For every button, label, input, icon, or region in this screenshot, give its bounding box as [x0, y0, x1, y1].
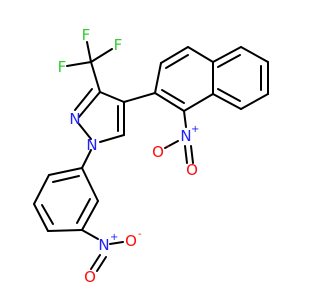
- bond-ph3-b: [41, 204, 54, 225]
- bond-c3-n2-a: [78, 91, 101, 118]
- atom-labels: F F F N N N + O - O N + O - O: [58, 26, 200, 286]
- bond-nb1-a: [212, 46, 242, 63]
- bond-na6-b: [161, 89, 185, 104]
- bond-nb1-b: [217, 54, 241, 68]
- bonds: [33, 41, 269, 272]
- bond-na6-a: [154, 92, 185, 112]
- fluorine-atom-3: F: [114, 36, 123, 54]
- bond-n2-n1: [78, 123, 92, 140]
- nitro-nitrogen-1-charge: +: [191, 124, 199, 135]
- bond-na2-a: [160, 46, 189, 64]
- background: [0, 0, 300, 300]
- bond-na3: [187, 46, 214, 63]
- bond-c-f2: [86, 41, 92, 63]
- fluorine-atom-1: F: [58, 58, 67, 76]
- bond-pyrazole-naphthalene: [123, 92, 156, 103]
- bond-c-f3: [90, 48, 113, 63]
- bond-nitro1-o-double-a: [184, 145, 188, 164]
- nitro-oxygen-single-1-charge: -: [166, 141, 170, 152]
- bond-c-f1: [66, 61, 92, 67]
- bond-nb4: [240, 93, 269, 110]
- nitro-oxygen-double-2: O: [84, 268, 96, 286]
- bond-na1: [154, 62, 162, 94]
- bond-c4-c3: [99, 91, 125, 103]
- bond-nitro2-o-double-b: [96, 256, 107, 272]
- bond-ph2: [33, 174, 50, 205]
- nitro-nitrogen-2-charge: +: [110, 232, 118, 243]
- bond-nitro1-o-single: [164, 140, 179, 149]
- nitro-oxygen-single-2: O: [125, 232, 137, 250]
- pyrazole-nitrogen-2: N: [69, 110, 80, 128]
- fluorine-atom-2: F: [82, 26, 91, 44]
- bond-ph1-a: [48, 167, 83, 176]
- bond-naphthalene-nitro: [183, 110, 187, 128]
- bond-ph5-a: [81, 200, 99, 231]
- bond-nb5-a: [212, 93, 242, 110]
- bond-ph6: [81, 167, 99, 202]
- pyrazole-nitrogen-1: N: [86, 136, 97, 154]
- bond-phenyl-nitro: [81, 229, 99, 240]
- nitro-oxygen-single-1: O: [152, 143, 164, 161]
- molecule-structure: F F F N N N + O - O N + O - O: [0, 0, 300, 300]
- bond-ph4: [47, 229, 83, 232]
- bond-nb2: [240, 46, 269, 63]
- nitro-nitrogen-1: N: [180, 127, 191, 145]
- bond-ph5-b: [76, 198, 91, 224]
- bond-nb5-b: [217, 88, 241, 102]
- bond-pyrazole-phenyl: [81, 149, 92, 169]
- bond-na5: [183, 93, 214, 112]
- bond-n1-c5: [99, 134, 125, 143]
- nitro-oxygen-double-1: O: [186, 161, 198, 179]
- bond-nitro2-o-double-a: [90, 254, 101, 270]
- bond-cf3-pyrazole: [90, 61, 101, 93]
- bond-ph1-b: [52, 175, 80, 183]
- bond-c3-n2-b: [74, 88, 93, 111]
- nitro-nitrogen-2: N: [98, 236, 109, 254]
- bond-na2-b: [165, 54, 189, 69]
- bond-nitro2-o-single: [109, 241, 124, 245]
- bond-ph3-a: [33, 203, 49, 232]
- bond-nitro1-o-double-b: [190, 145, 194, 164]
- nitro-oxygen-single-2-charge: -: [138, 229, 142, 240]
